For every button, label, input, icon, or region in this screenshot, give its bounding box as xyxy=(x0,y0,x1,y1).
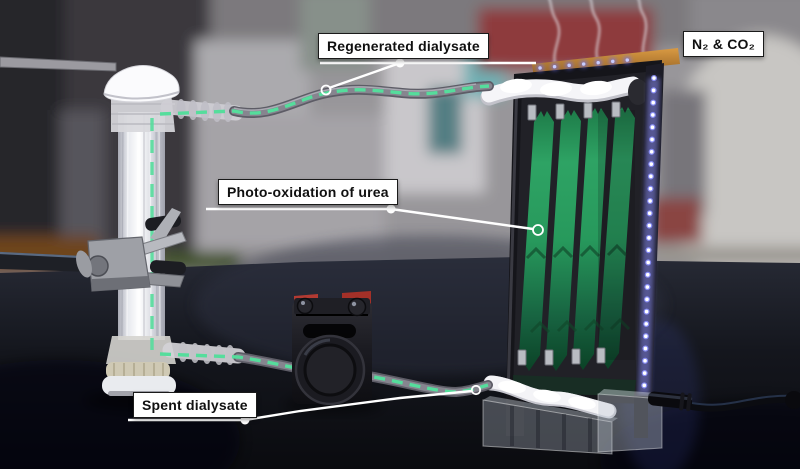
led-strip xyxy=(636,63,664,402)
power-cable xyxy=(647,391,800,412)
bottom-base-cap xyxy=(102,376,176,395)
support-rod-top xyxy=(0,56,117,72)
photo-panel xyxy=(506,48,680,404)
acrylic-base xyxy=(482,375,668,455)
leader-regenerated xyxy=(320,58,536,96)
label-spent-dialysate: Spent dialysate xyxy=(133,392,257,418)
electrode-tabs xyxy=(517,101,621,366)
label-photo-oxidation: Photo-oxidation of urea xyxy=(218,179,398,205)
gas-wisps xyxy=(548,0,648,72)
top-edge-leds xyxy=(536,56,632,72)
bottom-collar xyxy=(106,336,176,364)
leader-photo-oxidation xyxy=(206,204,544,236)
label-regenerated-dialysate: Regenerated dialysate xyxy=(318,33,489,59)
green-electrode-strips xyxy=(519,107,635,371)
pump xyxy=(283,291,383,414)
annotation-lines xyxy=(128,58,544,425)
top-cap xyxy=(103,65,180,103)
lab-clamp xyxy=(0,208,187,292)
label-n2-co2: N₂ & CO₂ xyxy=(683,31,765,57)
top-manifold xyxy=(480,76,648,106)
barrel-jack xyxy=(647,391,693,412)
dialyzer-ports xyxy=(160,99,246,365)
tube-regenerated xyxy=(159,81,494,119)
